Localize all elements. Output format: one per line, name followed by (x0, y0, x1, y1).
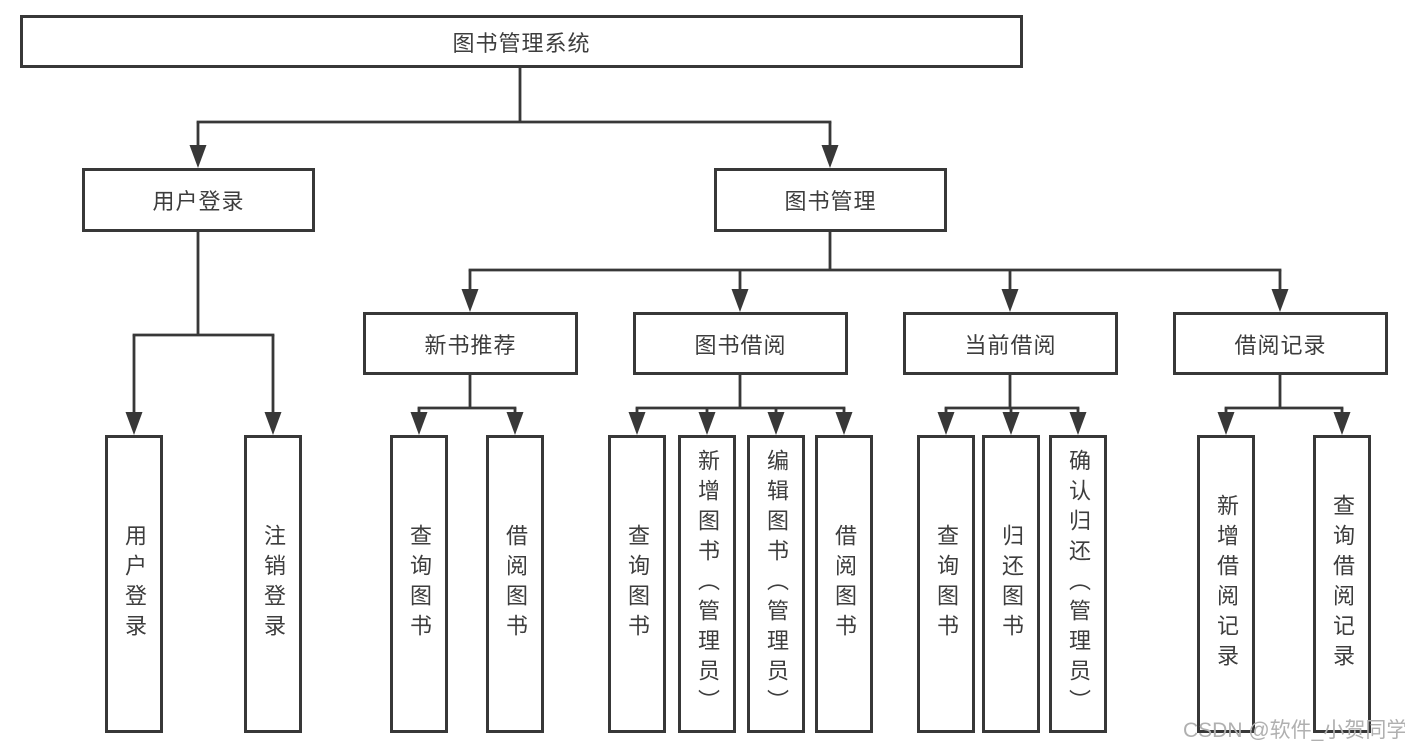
node-new-book-recommend: 新书推荐 (363, 312, 578, 375)
leaf-query-borrow-record: 查询借阅记录 (1313, 435, 1371, 733)
leaf-edit-book-admin: 编辑图书（管理员） (747, 435, 805, 733)
node-borrow-records: 借阅记录 (1173, 312, 1388, 375)
node-book-management: 图书管理 (714, 168, 947, 232)
leaf-add-borrow-record-label: 新增借阅记录 (1214, 494, 1239, 674)
leaf-confirm-return-admin-label: 确认归还（管理员） (1066, 449, 1091, 719)
leaf-borrow-books-newbook-label: 借阅图书 (503, 524, 528, 644)
leaf-user-login: 用户登录 (105, 435, 163, 733)
leaf-add-borrow-record: 新增借阅记录 (1197, 435, 1255, 733)
node-new-book-recommend-label: 新书推荐 (424, 332, 517, 358)
leaf-add-book-admin-label: 新增图书（管理员） (695, 449, 720, 719)
leaf-user-login-label: 用户登录 (122, 524, 147, 644)
leaf-add-book-admin: 新增图书（管理员） (678, 435, 736, 733)
node-user-login-label: 用户登录 (152, 189, 245, 214)
leaf-query-borrow-record-label: 查询借阅记录 (1330, 494, 1355, 674)
node-borrow-records-label: 借阅记录 (1234, 332, 1327, 358)
node-book-management-label: 图书管理 (784, 189, 877, 214)
leaf-return-book-label: 归还图书 (999, 524, 1024, 644)
leaf-query-books-borrow: 查询图书 (608, 435, 666, 733)
watermark-text: CSDN @软件_小贺同学 (1183, 719, 1405, 742)
node-root: 图书管理系统 (20, 15, 1023, 68)
node-book-borrow: 图书借阅 (633, 312, 848, 375)
leaf-query-books-current-label: 查询图书 (934, 524, 959, 644)
leaf-borrow-books-borrow: 借阅图书 (815, 435, 873, 733)
leaf-confirm-return-admin: 确认归还（管理员） (1049, 435, 1107, 733)
leaf-query-books-current: 查询图书 (917, 435, 975, 733)
node-current-borrow-label: 当前借阅 (964, 332, 1057, 358)
node-current-borrow: 当前借阅 (903, 312, 1118, 375)
leaf-logout-label: 注销登录 (261, 524, 286, 644)
node-root-label: 图书管理系统 (452, 30, 591, 56)
leaf-borrow-books-newbook: 借阅图书 (486, 435, 544, 733)
leaf-query-books-newbook: 查询图书 (390, 435, 448, 733)
leaf-query-books-borrow-label: 查询图书 (625, 524, 650, 644)
leaf-logout: 注销登录 (244, 435, 302, 733)
node-user-login: 用户登录 (82, 168, 315, 232)
leaf-query-books-newbook-label: 查询图书 (407, 524, 432, 644)
node-book-borrow-label: 图书借阅 (694, 332, 787, 358)
leaf-edit-book-admin-label: 编辑图书（管理员） (764, 449, 789, 719)
leaf-return-book: 归还图书 (982, 435, 1040, 733)
leaf-borrow-books-borrow-label: 借阅图书 (832, 524, 857, 644)
